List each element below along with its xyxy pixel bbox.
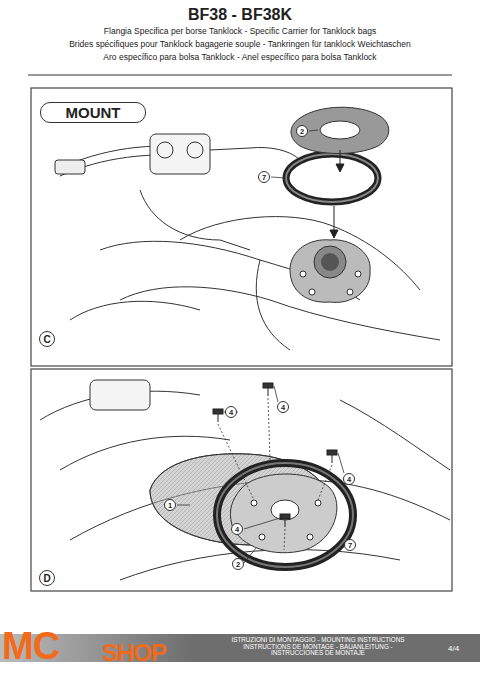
callout-text: 7 xyxy=(262,173,266,182)
leader-lines xyxy=(177,386,350,563)
callout-text: 7 xyxy=(348,541,352,550)
callout-number: 4 xyxy=(225,406,237,418)
title-rule xyxy=(28,74,452,75)
callout-number: 4 xyxy=(343,473,355,485)
step-letter: C xyxy=(39,331,55,347)
watermark: MC xyxy=(2,625,59,668)
motorcycle-drawing xyxy=(55,134,440,350)
subtitle-line: Flangia Specifica per borse Tanklock - S… xyxy=(104,26,376,36)
footer-band: ISTRUZIONI DI MONTAGGIO - MOUNTING INSTR… xyxy=(0,634,480,662)
callout-text: C xyxy=(43,334,50,345)
callout-text: 4 xyxy=(235,525,239,534)
callout-number: 1 xyxy=(164,499,176,511)
callout-number: 7 xyxy=(258,171,270,183)
panel-frame xyxy=(31,369,452,591)
step-letter: D xyxy=(39,570,55,586)
callout-number: 2 xyxy=(296,125,308,137)
tank-flange-c xyxy=(290,240,370,303)
footer-text-column: ISTRUZIONI DI MONTAGGIO - MOUNTING INSTR… xyxy=(228,637,408,657)
step-label-box: MOUNT xyxy=(40,102,146,123)
footer-text: ISTRUZIONI DI MONTAGGIO - MOUNTING INSTR… xyxy=(228,637,408,644)
arrows xyxy=(330,150,344,238)
screws xyxy=(213,383,337,527)
callout-number: 4 xyxy=(231,523,243,535)
subtitle-line: Brides spécifiques pour Tanklock bagager… xyxy=(69,39,411,49)
callout-text: D xyxy=(43,573,50,584)
callout-number: 2 xyxy=(232,558,244,570)
callout-text: 4 xyxy=(281,403,285,412)
leader-lines xyxy=(271,130,318,178)
page-title: BF38 - BF38K xyxy=(188,6,292,24)
callout-text: 2 xyxy=(300,127,304,136)
callout-text: 4 xyxy=(229,408,233,417)
subtitle-line: Aro específico para bolsa Tanklock - Ane… xyxy=(103,52,376,62)
adapter-plate-c xyxy=(291,107,389,153)
motorcycle-drawing xyxy=(40,380,450,580)
callout-text: 1 xyxy=(168,501,172,510)
callout-text: 4 xyxy=(347,475,351,484)
page-number: 4/4 xyxy=(448,644,459,653)
callout-number: 7 xyxy=(344,539,356,551)
tanklock-ring-d xyxy=(217,463,353,567)
footer-text: INSTRUCTIONS DE MONTAGE - BAUANLEITUNG -… xyxy=(228,644,408,657)
panel-frame xyxy=(31,88,452,366)
callout-text: 2 xyxy=(236,560,240,569)
callout-number: 4 xyxy=(277,401,289,413)
step-label: MOUNT xyxy=(66,104,121,121)
watermark: SHOP xyxy=(102,639,166,667)
screw-axis-lines xyxy=(218,398,332,550)
tanklock-ring-c xyxy=(286,154,378,202)
